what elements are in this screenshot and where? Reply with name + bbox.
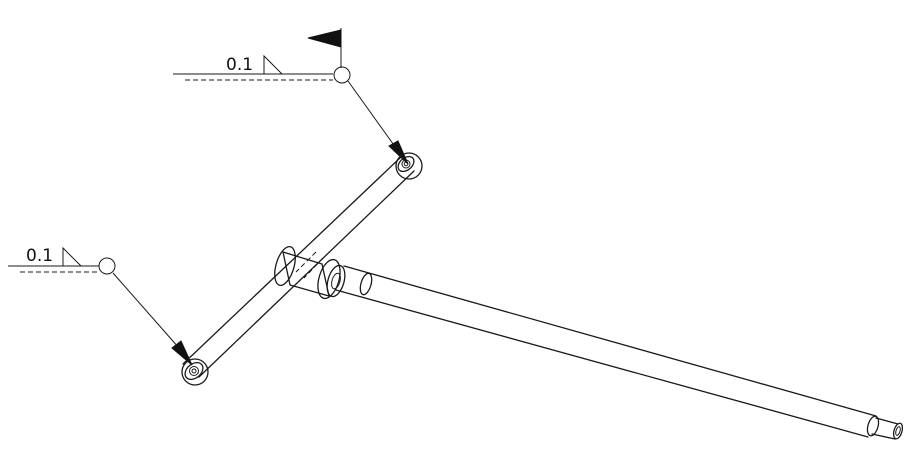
arrowhead-lower — [171, 340, 193, 366]
arrow-line-upper — [347, 80, 397, 149]
all-around-circle-lower — [98, 257, 116, 275]
fillet-weld-symbol-lower — [62, 246, 82, 267]
crank-arm — [182, 156, 415, 378]
shaft — [335, 265, 904, 440]
weld-size-label-lower: 0.1 — [26, 246, 53, 266]
fillet-weld-symbol-upper — [263, 54, 283, 75]
field-weld-flag-icon — [307, 29, 342, 48]
assembly-part — [181, 152, 904, 440]
all-around-circle-upper — [333, 66, 351, 84]
shaft-end-step — [866, 415, 880, 437]
shaft-end-face — [892, 422, 904, 440]
arrow-line-lower — [112, 272, 180, 349]
weld-symbol-lower: 0.1 — [8, 246, 193, 366]
ball-joint-upper — [395, 152, 423, 180]
hub-boss — [274, 245, 346, 300]
ball-joint-lower — [181, 358, 209, 386]
weld-symbol-upper: 0.1 — [173, 28, 409, 165]
weld-size-label-upper: 0.1 — [226, 55, 253, 75]
